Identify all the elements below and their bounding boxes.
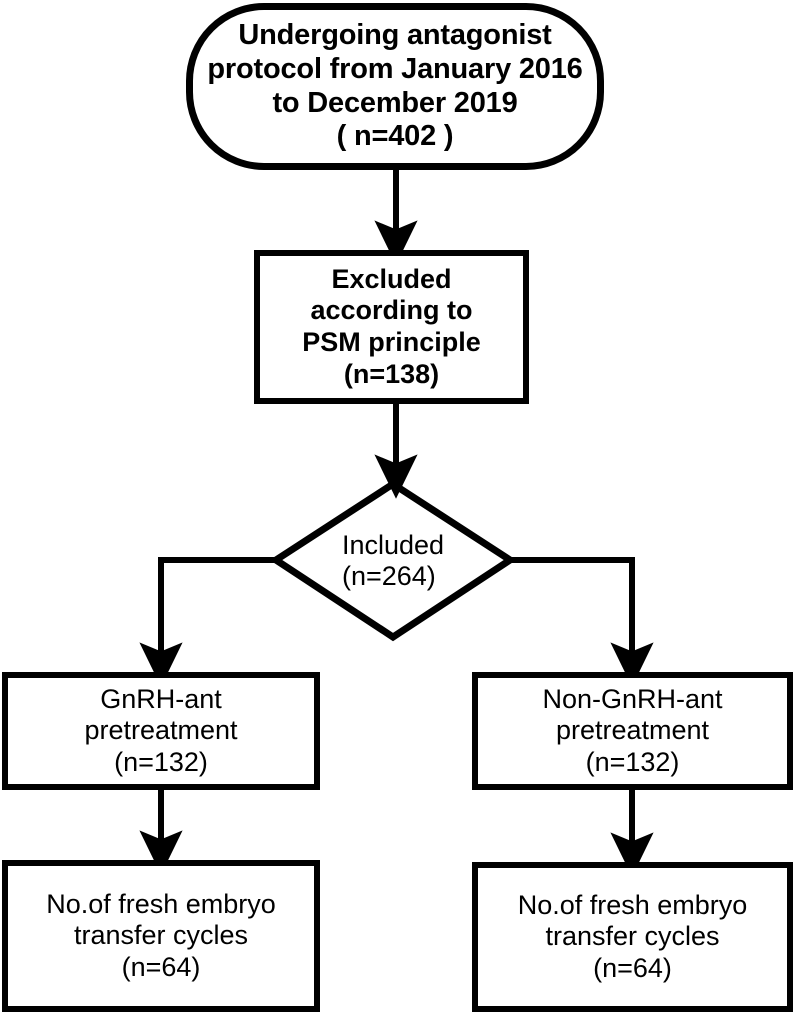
node-start-line-1: Undergoing antagonist [238, 18, 552, 51]
included-diamond-shape [269, 479, 517, 642]
node-start-line-2: protocol from January 2016 [207, 52, 583, 85]
node-right-transfer-cycles-line-1: No.of fresh embryo [517, 889, 748, 920]
node-gnrh-ant-line-1: GnRH-ant [100, 683, 222, 714]
node-non-gnrh-ant-line-1: Non-GnRH-ant [542, 683, 723, 714]
node-excluded-line-2: according to [310, 295, 473, 326]
node-excluded-line-4: (n=138) [343, 358, 440, 389]
node-left-transfer-cycles-line-2: transfer cycles [73, 920, 249, 951]
node-right-transfer-cycles: No.of fresh embryo transfer cycles (n=64… [472, 862, 793, 1012]
node-excluded-line-3: PSM principle [302, 327, 481, 357]
node-gnrh-ant-line-3: (n=132) [114, 746, 208, 777]
node-gnrh-ant-line-2: pretreatment [84, 715, 238, 746]
node-left-transfer-cycles-line-1: No.of fresh embryo [46, 888, 276, 919]
node-non-gnrh-ant-line-3: (n=132) [585, 746, 680, 777]
connector-included-to-non-gnrh-ant [510, 557, 654, 687]
node-non-gnrh-ant: Non-GnRH-ant pretreatment (n=132) [472, 672, 793, 790]
node-right-transfer-cycles-line-3: (n=64) [593, 952, 672, 983]
node-excluded-line-1: Excluded [331, 263, 452, 294]
node-excluded: Excluded according to PSM principle (n=1… [254, 250, 529, 404]
node-right-transfer-cycles-line-2: transfer cycles [545, 921, 720, 952]
node-start-line-3: to December 2019 [272, 86, 518, 119]
node-start-line-4: ( n=402 ) [336, 120, 454, 153]
node-non-gnrh-ant-line-2: pretreatment [555, 715, 710, 746]
connector-included-to-gnrh-ant [139, 557, 276, 687]
node-left-transfer-cycles-line-3: (n=64) [121, 951, 201, 982]
node-gnrh-ant: GnRH-ant pretreatment (n=132) [2, 672, 320, 790]
node-start: Undergoing antagonist protocol from Janu… [186, 3, 604, 170]
node-left-transfer-cycles: No.of fresh embryo transfer cycles (n=64… [2, 860, 320, 1012]
